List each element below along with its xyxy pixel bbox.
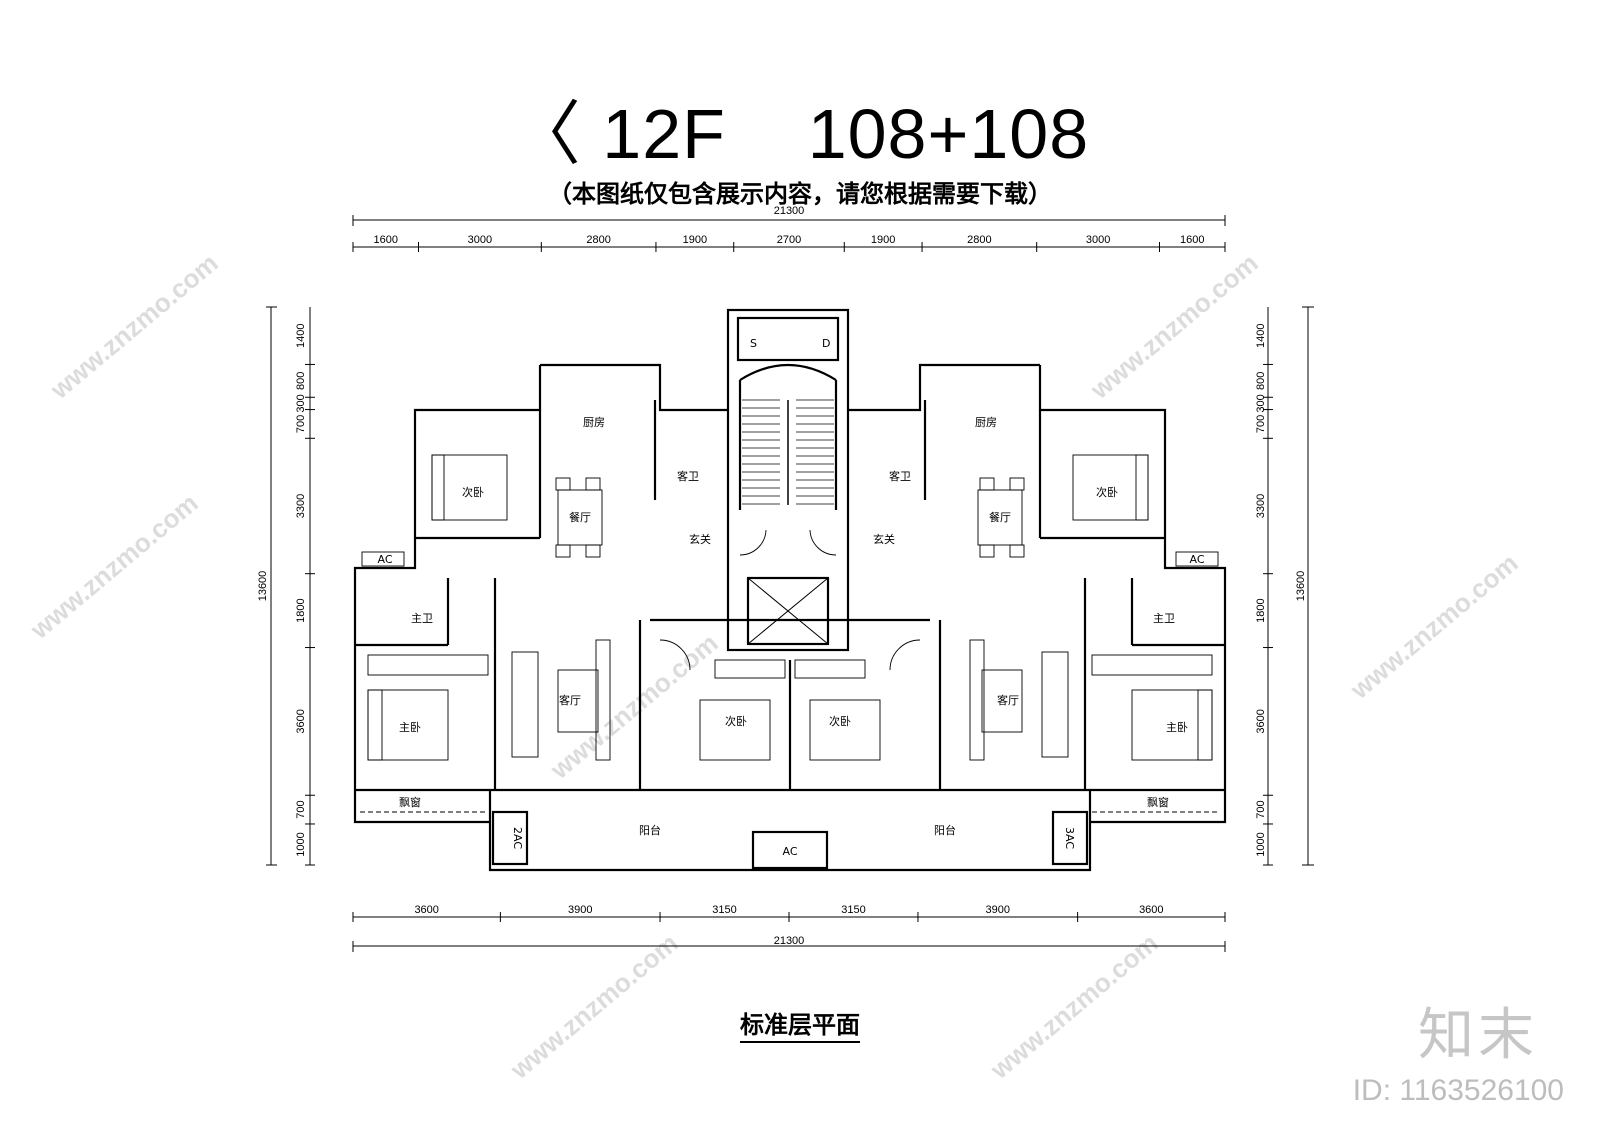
- bottom-segment-dimension: 3900: [568, 904, 592, 916]
- top-segment-dimension: 3000: [468, 234, 492, 246]
- image-id: ID: 1163526100: [1352, 1074, 1564, 1107]
- top-segment-dimension: 3000: [1086, 234, 1110, 246]
- right-segment-dimension: 3600: [1255, 709, 1267, 733]
- room-master-bath-right: 主卫: [1153, 612, 1175, 625]
- bottom-segment-dimension: 3150: [712, 904, 736, 916]
- room-bay-window-left: 飘窗: [399, 795, 421, 809]
- right-segment-dimension: 300: [1255, 394, 1267, 412]
- ac-label-balcony-left: 2AC: [511, 827, 524, 849]
- ac-label-balcony-right: 3AC: [1063, 827, 1076, 849]
- left-segment-dimension: 800: [295, 372, 307, 390]
- plan-caption-text: 标准层平面: [740, 1011, 860, 1043]
- left-segment-dimension: 1800: [295, 598, 307, 622]
- stair-treads: [742, 399, 834, 505]
- room-small-bedroom-left: 次卧: [725, 714, 747, 728]
- left-total-dimension: 13600: [257, 571, 269, 602]
- right-dimensions: [1263, 306, 1314, 866]
- left-segment-dimension: 3300: [295, 494, 307, 518]
- top-total-dimension: 21300: [774, 205, 805, 217]
- room-second-bedroom-left: 次卧: [462, 485, 484, 499]
- top-segment-dimension: 1600: [374, 234, 398, 246]
- left-segment-dimension: 1000: [295, 832, 307, 856]
- top-segment-dimension: 1900: [871, 234, 895, 246]
- walls: [353, 308, 1227, 872]
- bottom-segment-dimension: 3900: [986, 904, 1010, 916]
- right-total-dimension: 13600: [1295, 571, 1307, 602]
- drawing-subtitle: （本图纸仅包含展示内容，请您根据需要下载）: [548, 180, 1052, 208]
- bottom-total-dimension: 21300: [774, 935, 805, 947]
- top-segment-dimension: 1600: [1180, 234, 1204, 246]
- right-segment-dimension: 1800: [1255, 598, 1267, 622]
- bottom-segment-dimension: 3600: [414, 904, 438, 916]
- room-dining-left: 餐厅: [569, 510, 591, 524]
- room-foyer-left: 玄关: [689, 532, 711, 546]
- top-dimensions: [352, 215, 1226, 252]
- bottom-dimensions: [352, 912, 1226, 952]
- room-balcony-left: 阳台: [639, 823, 661, 837]
- watermark-text: www.znzmo.com: [1344, 548, 1524, 706]
- drawing-title: 〈 12F 108+108: [510, 95, 1090, 173]
- left-segment-dimension: 3600: [295, 709, 307, 733]
- bottom-segment-dimension: 3150: [841, 904, 865, 916]
- room-foyer-right: 玄关: [873, 532, 895, 546]
- furniture: [360, 454, 1220, 813]
- top-segment-dimension: 2800: [586, 234, 610, 246]
- room-dining-right: 餐厅: [989, 510, 1011, 524]
- watermark-text: www.znzmo.com: [1084, 248, 1264, 406]
- room-master-bedroom-right: 主卧: [1166, 721, 1188, 734]
- right-segment-dimension: 1000: [1255, 832, 1267, 856]
- left-segment-dimension: 300: [295, 394, 307, 412]
- watermark-text: www.znzmo.com: [24, 488, 204, 646]
- room-small-bedroom-right: 次卧: [829, 714, 851, 728]
- right-segment-dimension: 1400: [1255, 323, 1267, 347]
- left-segment-dimension: 1400: [295, 323, 307, 347]
- stair-label-s: S: [750, 337, 757, 350]
- room-living-right: 客厅: [997, 693, 1019, 707]
- stair-label-d: D: [822, 337, 830, 350]
- right-segment-dimension: 700: [1255, 800, 1267, 818]
- room-bay-window-right: 飘窗: [1147, 795, 1169, 809]
- room-kitchen-right: 厨房: [975, 416, 997, 429]
- ac-label-left: AC: [377, 553, 392, 566]
- right-segment-dimension: 3300: [1255, 494, 1267, 518]
- watermark-text: www.znzmo.com: [44, 248, 224, 406]
- watermark-layer: www.znzmo.com www.znzmo.com www.znzmo.co…: [24, 248, 1524, 1086]
- room-kitchen-left: 厨房: [583, 416, 605, 429]
- room-living-left: 客厅: [559, 693, 581, 707]
- plan-caption: 标准层平面: [0, 1005, 1600, 1043]
- right-segment-dimension: 800: [1255, 372, 1267, 390]
- top-segment-dimension: 2700: [777, 234, 801, 246]
- ac-label-right: AC: [1189, 553, 1204, 566]
- left-segment-dimension: 700: [295, 415, 307, 433]
- room-guest-bath-right: 客卫: [889, 469, 911, 483]
- left-dimensions: [266, 306, 315, 866]
- room-second-bedroom-right: 次卧: [1096, 485, 1118, 499]
- room-master-bath-left: 主卫: [411, 612, 433, 625]
- znzmo-logo: 知末: [1418, 1003, 1538, 1068]
- room-labels: 厨房 厨房 客卫 客卫 次卧 次卧 餐厅 餐厅 玄关 玄关 主卫 主卫 客厅 客…: [377, 337, 1204, 858]
- right-segment-dimension: 700: [1255, 415, 1267, 433]
- left-segment-dimension: 700: [295, 800, 307, 818]
- room-guest-bath-left: 客卫: [677, 469, 699, 483]
- room-master-bedroom-left: 主卧: [399, 721, 421, 734]
- ac-label-center: AC: [782, 845, 797, 858]
- top-segment-dimension: 2800: [967, 234, 991, 246]
- bottom-segment-dimension: 3600: [1139, 904, 1163, 916]
- top-segment-dimension: 1900: [683, 234, 707, 246]
- room-balcony-right: 阳台: [934, 823, 956, 837]
